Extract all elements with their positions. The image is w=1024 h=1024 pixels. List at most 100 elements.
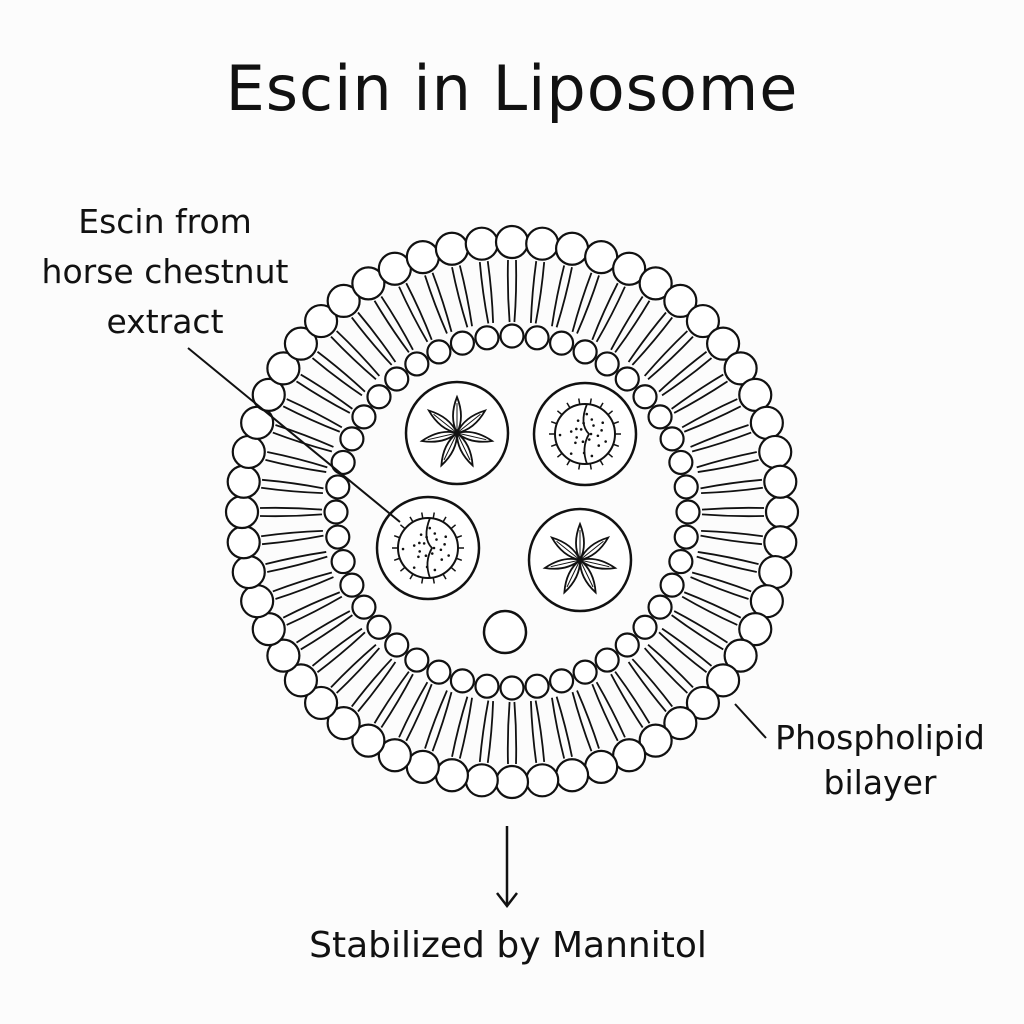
outer-lipid-head <box>584 749 619 784</box>
outer-lipid-head <box>705 326 741 361</box>
lipid-tail <box>681 595 738 626</box>
escin-label: Escin from horse chestnut extract <box>20 197 310 347</box>
outer-lipid-head <box>377 738 412 773</box>
escin-label-line: extract <box>106 302 224 341</box>
lipid-tail <box>661 357 713 397</box>
inner-lipid-head <box>673 524 699 550</box>
lipid-tail <box>478 700 490 763</box>
outer-lipid-head <box>464 226 499 261</box>
lipid-tail <box>424 275 448 334</box>
inner-lipid-head <box>351 404 377 430</box>
inner-lipid-head <box>325 474 351 500</box>
lipid-tail <box>357 661 397 713</box>
inner-lipid-head <box>659 426 685 452</box>
horse-chestnut-icon <box>392 512 464 584</box>
lipid-tail <box>451 696 469 757</box>
outer-lipid-head <box>351 266 386 301</box>
lipid-tail <box>486 261 495 323</box>
outer-lipid-head <box>266 351 301 386</box>
lipid-tail <box>555 696 573 757</box>
outer-lipid-head <box>303 303 339 339</box>
diagram-title: Escin in Liposome <box>225 52 799 125</box>
outer-lipid-head <box>351 723 386 758</box>
inner-lipid-head <box>632 614 658 640</box>
lipid-tail <box>555 267 573 328</box>
lipid-tail <box>701 513 765 518</box>
inner-lipid-head <box>404 647 430 673</box>
lipid-tail <box>267 451 328 469</box>
lipid-tail <box>316 351 366 393</box>
lipid-tail <box>311 357 363 397</box>
lipid-tail <box>658 351 708 393</box>
outer-lipid-head <box>283 663 319 698</box>
inner-lipid-head <box>426 659 452 685</box>
outer-lipid-head <box>266 638 301 673</box>
lipid-tail <box>534 700 546 763</box>
outer-lipid-head <box>494 764 530 800</box>
lipid-tail <box>373 300 410 353</box>
lipid-tail <box>614 671 651 724</box>
outer-lipid-head <box>326 705 361 741</box>
inner-lipid-head <box>675 499 701 525</box>
horse-chestnut-leaf-icon <box>419 394 495 468</box>
inner-lipid-head <box>668 449 694 476</box>
lipid-tail <box>300 614 353 651</box>
chestnut-particle <box>532 381 638 487</box>
lipid-tail <box>398 286 429 343</box>
outer-lipid-head <box>749 405 784 440</box>
lipid-tail <box>595 286 626 343</box>
lipid-tail <box>351 658 393 708</box>
outer-lipid-head <box>738 612 773 647</box>
lipid-tail <box>591 282 619 341</box>
lipid-tail <box>351 316 393 366</box>
inner-lipid-head <box>647 404 673 430</box>
lipid-tail <box>380 295 414 351</box>
lipid-tail <box>683 591 742 619</box>
lipid-tail <box>696 451 757 469</box>
inner-lipid-head <box>366 384 392 410</box>
inner-lipid-head <box>594 647 620 673</box>
lipid-tail <box>690 576 749 600</box>
inner-lipid-head <box>524 325 550 351</box>
lipid-tail <box>486 701 495 763</box>
lipid-tail <box>380 673 414 729</box>
inner-lipid-head <box>384 632 410 658</box>
inner-lipid-head <box>384 366 410 392</box>
lipid-tail <box>658 631 708 673</box>
lipid-tail <box>701 506 765 511</box>
lipid-tail <box>614 300 651 353</box>
outer-lipid-head <box>226 464 261 499</box>
lipid-tail <box>647 336 694 381</box>
lipid-tail <box>405 282 433 341</box>
inner-lipid-head <box>404 351 430 377</box>
bilayer-pointer-line <box>734 703 767 739</box>
lipid-tail <box>691 431 752 453</box>
lipid-tail <box>551 697 566 759</box>
bilayer-label-line: bilayer <box>823 763 937 802</box>
lipid-tail <box>513 259 518 323</box>
outer-lipid-head <box>612 251 647 286</box>
lipid-tail <box>681 398 738 429</box>
lipid-tail <box>357 311 397 363</box>
outer-lipid-head <box>554 758 590 793</box>
inner-lipid-head <box>659 572 685 598</box>
inner-lipid-head <box>325 524 351 550</box>
lipid-tail <box>265 551 327 566</box>
lipid-tail <box>431 272 453 333</box>
lipid-tail <box>513 701 518 765</box>
lipid-tail <box>295 610 351 644</box>
lipid-tail <box>259 513 323 518</box>
lipid-tail <box>282 405 341 433</box>
lipid-tail <box>275 576 334 600</box>
lipid-tail <box>643 330 688 377</box>
lipid-tail <box>643 647 688 694</box>
outer-lipid-head <box>723 351 758 386</box>
lipid-tail <box>330 643 377 688</box>
lipid-tail <box>373 671 410 724</box>
lipid-tail <box>261 486 323 495</box>
lipid-tail <box>610 295 644 351</box>
inner-lipid-head <box>668 548 694 575</box>
lipid-tail <box>458 697 473 759</box>
inner-lipid-head <box>323 499 349 525</box>
outer-lipid-head <box>434 758 470 793</box>
